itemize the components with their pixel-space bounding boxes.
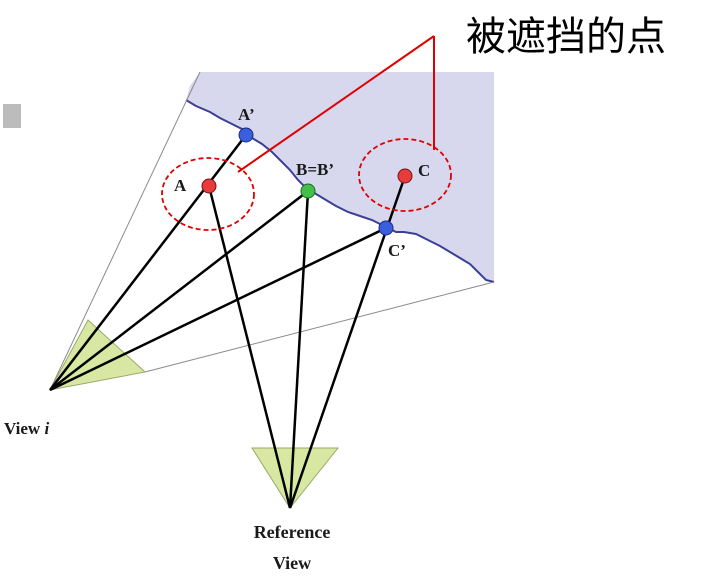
point-a-prime <box>238 127 254 143</box>
view-i-label-suffix: i <box>44 419 49 438</box>
fov-line-lower <box>144 281 495 373</box>
occluding-surface <box>186 72 494 282</box>
reference-view-label-line2: View <box>273 553 311 573</box>
point-a <box>201 178 217 194</box>
ray-view-i-a-prime <box>49 134 247 391</box>
occluded-circle-c <box>358 138 452 212</box>
label-a-prime: A’ <box>238 105 255 124</box>
label-a: A <box>174 176 187 195</box>
point-c <box>397 168 413 184</box>
left-edge-mark <box>3 104 21 128</box>
point-c-prime <box>378 220 394 236</box>
occluded-points-label: 被遮挡的点 <box>466 14 666 60</box>
reference-view-frustum <box>251 447 340 509</box>
label-c-prime: C’ <box>388 241 406 260</box>
reference-view-label-line1: Reference <box>254 522 331 542</box>
view-i-label: View i <box>4 419 49 438</box>
ray-ref-a <box>207 185 292 509</box>
callout-line-a <box>237 35 435 173</box>
label-c: C <box>418 161 430 180</box>
point-b <box>300 183 316 199</box>
ray-ref-b <box>288 190 310 509</box>
view-i-label-prefix: View <box>4 419 44 438</box>
occluded-circle-a <box>161 157 255 231</box>
fov-line-upper <box>49 71 201 391</box>
ray-view-i-c-prime <box>49 226 387 392</box>
ray-view-i-b <box>49 190 309 391</box>
label-b: B=B’ <box>296 160 334 179</box>
